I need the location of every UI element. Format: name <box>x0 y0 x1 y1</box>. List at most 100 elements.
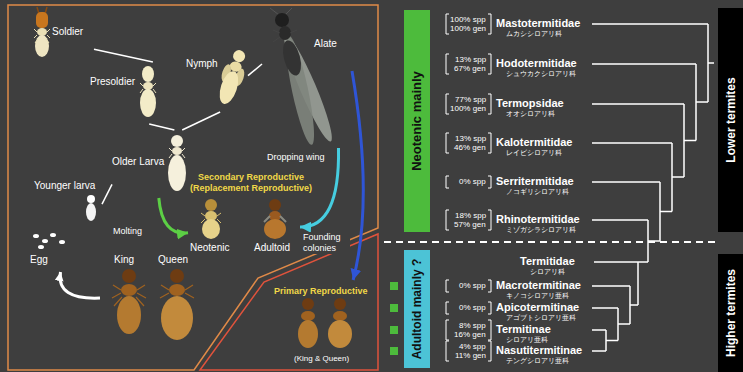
egg-figure <box>42 239 48 243</box>
bracket <box>446 210 491 230</box>
family-name: Mastotermitidae <box>496 17 580 30</box>
japanese-name: ムカシシロアリ科 <box>506 30 562 38</box>
soldier-figure <box>36 12 48 28</box>
japanese-name: アゴブトシロアリ亜科 <box>506 314 576 322</box>
connector <box>159 198 188 233</box>
family-name: Rhinotermitidae <box>496 213 580 226</box>
percent-label: 67% gen <box>454 64 486 73</box>
neotenic-figure <box>205 199 217 211</box>
connector <box>352 71 363 280</box>
percent-label: 13% spp <box>455 134 486 143</box>
green-marker <box>390 282 398 290</box>
percent-label: 18% spp <box>455 211 486 220</box>
japanese-name: ノコギリシロアリ科 <box>506 188 569 196</box>
caste-node: Primary Reproductive(King & Queen) <box>272 280 376 368</box>
caption-label: Secondary Reproductive (Replacement Repr… <box>186 172 316 194</box>
nymph-figure <box>216 69 242 106</box>
node-text: Alate <box>314 38 337 50</box>
king-figure <box>122 269 136 283</box>
egg-figure <box>33 234 39 238</box>
panel-outline <box>8 5 378 370</box>
cladogram <box>648 24 714 262</box>
alate-figure <box>281 34 320 147</box>
caste-node: Nymph <box>186 46 248 112</box>
older-larva-figure <box>172 147 182 155</box>
neotenic-figure <box>201 213 221 223</box>
alate-figure <box>279 26 291 40</box>
cladogram <box>592 24 714 351</box>
bracket <box>446 94 491 114</box>
caste-node: Egg <box>26 228 72 272</box>
queen-figure <box>161 296 193 340</box>
egg-figure <box>33 233 65 249</box>
family-name: Serritermitidae <box>496 175 574 188</box>
connector <box>60 272 100 298</box>
soldier-figure <box>34 29 50 43</box>
older-larva-figure <box>169 148 185 158</box>
node-text: Adultoid mainly ? <box>410 259 424 360</box>
egg-figure <box>50 233 56 237</box>
soldier-figure <box>37 28 47 36</box>
japanese-name: キノコシロアリ亜科 <box>506 292 569 300</box>
older-larva-figure <box>171 135 183 147</box>
primary-king-figure <box>298 298 318 348</box>
younger-larva-figure <box>86 195 96 221</box>
family-name: Nasutitermitinae <box>496 344 582 357</box>
japanese-name: レイビシロアリ科 <box>506 149 562 157</box>
green-marker <box>390 282 398 355</box>
primary-queen-figure <box>328 298 352 348</box>
node-text: Primary Reproductive <box>274 286 368 297</box>
presoldier-figure <box>140 66 156 117</box>
divider-line <box>384 241 716 243</box>
node-text: King <box>114 254 134 266</box>
bracket <box>446 341 491 361</box>
caste-node: Older Larva <box>112 130 190 198</box>
primary-king-figure <box>301 311 315 321</box>
cladogram <box>592 24 708 262</box>
percent-label: 4% spp <box>459 342 486 351</box>
caste-node: Alate <box>262 8 352 148</box>
presoldier-figure <box>140 83 156 93</box>
percent-label: 0% spp <box>459 281 486 290</box>
node-text: Queen <box>158 254 188 266</box>
cladogram <box>592 262 638 351</box>
neotenic-figure <box>201 199 221 239</box>
queen-figure <box>160 285 194 298</box>
king-figure <box>121 284 137 296</box>
presoldier-figure <box>143 82 153 90</box>
japanese-name: シュウカクシロアリ科 <box>506 70 576 78</box>
nymph-figure <box>213 47 251 107</box>
younger-larva-figure <box>86 203 96 221</box>
connector <box>248 64 262 76</box>
connector <box>94 49 153 62</box>
node-text: Nymph <box>186 58 218 70</box>
japanese-name: オオシロアリ科 <box>506 110 555 118</box>
connector <box>182 112 220 130</box>
neotenic-figure <box>202 219 220 239</box>
bracket <box>446 280 491 292</box>
bracket <box>446 320 491 340</box>
family-name: Termitinae <box>496 323 551 336</box>
alate-figure <box>275 13 289 27</box>
green-marker <box>390 347 398 355</box>
percent-label: 57% gen <box>454 220 486 229</box>
japanese-name: ミゾガシラシロアリ科 <box>506 226 576 234</box>
queen-figure <box>170 269 184 283</box>
caste-node: Presoldier <box>90 62 164 124</box>
family-name: Hodotermitidae <box>496 57 577 70</box>
bracket <box>446 133 491 153</box>
alate-figure <box>280 39 305 78</box>
bracket <box>446 176 491 188</box>
adultoid-figure <box>269 199 281 211</box>
band-label-box: Higher termites <box>718 254 743 372</box>
queen-figure <box>169 284 185 296</box>
node-text: Presoldier <box>90 76 135 88</box>
younger-larva-figure <box>87 195 95 203</box>
percent-label: 16% gen <box>454 330 486 339</box>
node-text: Adultoid <box>254 242 290 254</box>
percent-label: 8% spp <box>459 321 486 330</box>
egg-figure <box>59 240 65 244</box>
primary-queen-figure <box>333 311 347 321</box>
connector <box>102 184 112 204</box>
bracket <box>446 54 491 74</box>
